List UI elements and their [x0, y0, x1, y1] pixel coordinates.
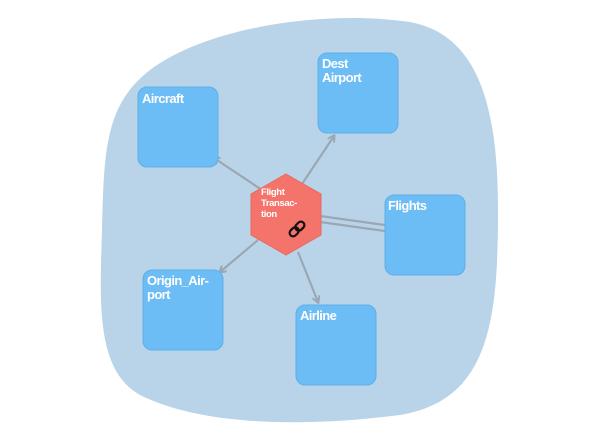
entity-origin-airport[interactable]: Origin_Air-port — [142, 269, 224, 351]
entity-label: Dest — [322, 56, 349, 71]
entity-airline[interactable]: Airline — [295, 304, 377, 386]
entity-aircraft[interactable]: Aircraft — [137, 86, 219, 168]
entity-label: Airport — [322, 70, 362, 85]
entity-label: Origin_Air- — [147, 273, 209, 288]
relationship-label: Transac- — [261, 198, 297, 209]
edge-flights-2[interactable] — [319, 220, 386, 233]
svg-text:Aircraft: Aircraft — [142, 91, 185, 106]
entity-flights[interactable]: Flights — [384, 194, 466, 276]
edge-origin-airport[interactable] — [220, 239, 259, 272]
edge-aircraft[interactable] — [214, 158, 263, 191]
svg-text:Origin_Air-port: Origin_Air-port — [147, 273, 209, 302]
link-icon — [288, 220, 306, 238]
relationship-label: tion — [261, 209, 277, 220]
edge-airline[interactable] — [296, 251, 318, 302]
edge-dest-airport[interactable] — [301, 136, 334, 185]
relationship-label: Flight — [261, 187, 286, 198]
entity-label: port — [147, 287, 171, 302]
entity-label: Aircraft — [142, 91, 185, 106]
entity-label: Airline — [300, 308, 337, 323]
svg-text:Flights: Flights — [388, 198, 427, 213]
edge-flights-1[interactable] — [319, 214, 386, 227]
svg-text:Airline: Airline — [300, 308, 337, 323]
entity-label: Flights — [388, 198, 427, 213]
